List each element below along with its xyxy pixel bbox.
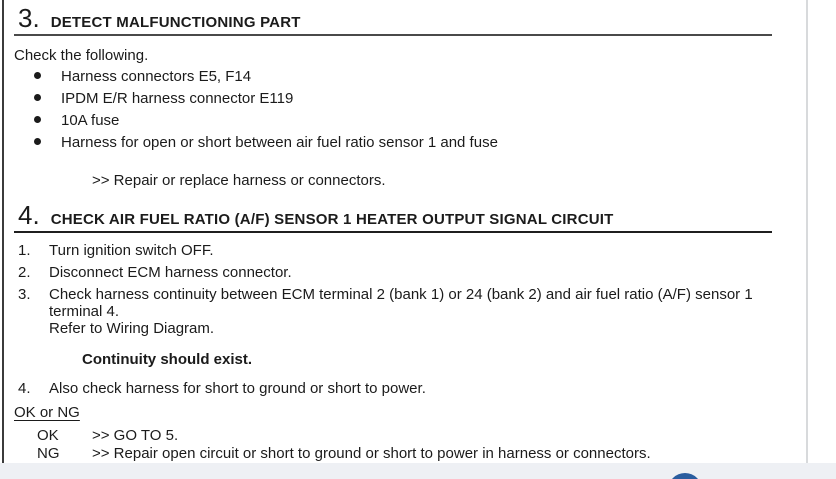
bullet-icon <box>34 93 41 101</box>
outcome-action: >> Repair open circuit or short to groun… <box>92 445 651 462</box>
list-item-text: Harness connectors E5, F14 <box>61 68 252 85</box>
intro-text: Check the following. <box>14 47 149 64</box>
list-item-text: Harness for open or short between air fu… <box>61 134 498 151</box>
list-item: Harness connectors E5, F14 <box>14 66 772 88</box>
section-divider <box>14 231 772 233</box>
step-text: Also check harness for short to ground o… <box>49 380 426 397</box>
expected-result-text: Continuity should exist. <box>82 351 253 368</box>
numbered-step: 3. Check harness continuity between ECM … <box>14 286 772 337</box>
list-item: IPDM E/R harness connector E119 <box>14 88 772 110</box>
step-text: Turn ignition switch OFF. <box>49 242 214 259</box>
floating-scroll-button[interactable] <box>668 473 702 479</box>
list-item-text: IPDM E/R harness connector E119 <box>61 90 294 107</box>
section-heading-3: 3. DETECT MALFUNCTIONING PART <box>14 3 772 33</box>
section-number: 4. <box>18 200 40 230</box>
numbered-step: 1. Turn ignition switch OFF. <box>14 242 772 259</box>
page-bottom-gutter <box>0 463 836 479</box>
numbered-step: 4. Also check harness for short to groun… <box>14 380 772 397</box>
step-text-note: Refer to Wiring Diagram. <box>49 320 215 337</box>
outcome-ng: NG >> Repair open circuit or short to gr… <box>37 445 772 463</box>
numbered-step: 2. Disconnect ECM harness connector. <box>14 264 772 281</box>
step-text-main: Check harness continuity between ECM ter… <box>49 286 753 320</box>
check-list: Harness connectors E5, F14 IPDM E/R harn… <box>14 66 772 154</box>
section-title: DETECT MALFUNCTIONING PART <box>50 14 301 31</box>
page-left-border <box>2 0 4 463</box>
outcome-label: OK <box>37 427 59 444</box>
list-item-text: 10A fuse <box>61 112 120 129</box>
step-number: 1. <box>18 242 31 259</box>
step-text: Check harness continuity between ECM ter… <box>49 286 772 337</box>
outcome-action: >> GO TO 5. <box>92 427 179 444</box>
list-item: 10A fuse <box>14 110 772 132</box>
step-text: Disconnect ECM harness connector. <box>49 264 292 281</box>
step-number: 2. <box>18 264 31 281</box>
decision-label: OK or NG <box>14 404 80 421</box>
repair-action-text: >> Repair or replace harness or connecto… <box>92 172 386 189</box>
content-right-divider <box>806 0 808 479</box>
section-title: CHECK AIR FUEL RATIO (A/F) SENSOR 1 HEAT… <box>50 211 614 228</box>
outcome-ok: OK >> GO TO 5. <box>37 427 772 445</box>
numbered-step-list: 1. Turn ignition switch OFF. 2. Disconne… <box>14 242 772 337</box>
bullet-icon <box>34 71 41 79</box>
outcome-list: OK >> GO TO 5. NG >> Repair open circuit… <box>14 427 772 463</box>
section-number: 3. <box>18 3 40 33</box>
outcome-label: NG <box>37 445 60 462</box>
list-item: Harness for open or short between air fu… <box>14 132 772 154</box>
step-number: 4. <box>18 380 31 397</box>
section-divider <box>14 34 772 36</box>
procedure-content: 3. DETECT MALFUNCTIONING PART Check the … <box>4 0 814 463</box>
bullet-icon <box>34 137 41 145</box>
bullet-icon <box>34 115 41 123</box>
section-heading-4: 4. CHECK AIR FUEL RATIO (A/F) SENSOR 1 H… <box>14 200 772 230</box>
step-number: 3. <box>18 286 31 303</box>
